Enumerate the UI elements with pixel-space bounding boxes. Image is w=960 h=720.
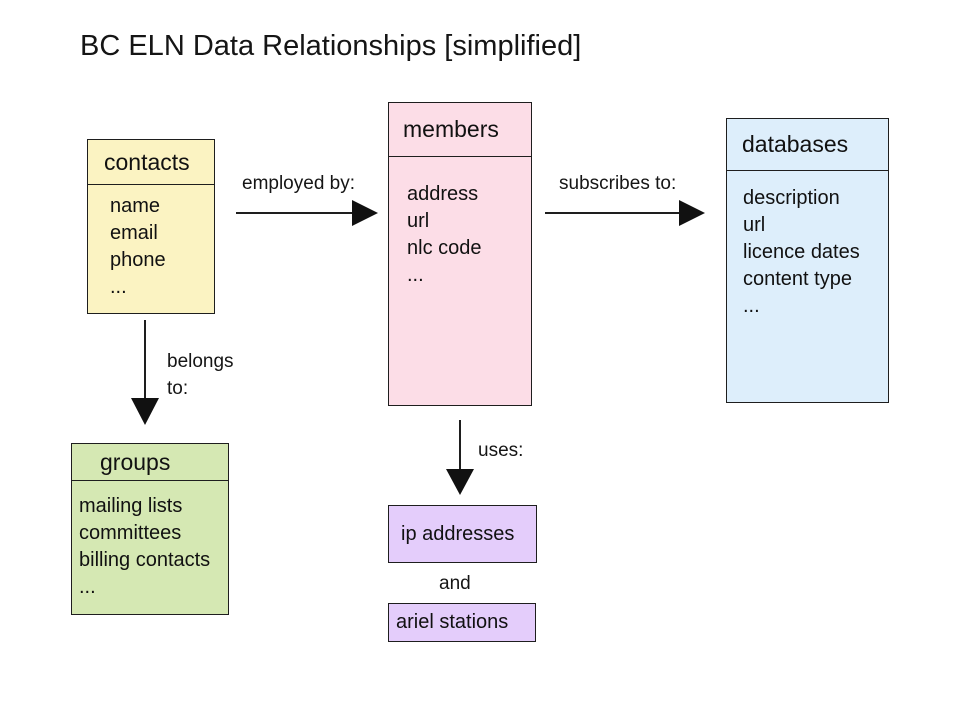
databases-field: description	[743, 187, 840, 209]
belongs-to-label-line1: belongs	[167, 351, 234, 372]
groups-field: mailing lists	[79, 495, 183, 517]
employed-by-arrowhead	[352, 200, 378, 226]
uses-label: uses:	[478, 440, 524, 461]
contacts-name: contacts	[104, 148, 190, 175]
groups-entity: groups mailing lists committees billing …	[71, 443, 229, 615]
members-field: url	[407, 210, 430, 232]
members-header: members	[389, 103, 531, 157]
ip-addresses-label: ip addresses	[401, 522, 515, 545]
databases-fields: description url licence dates content ty…	[727, 171, 888, 320]
members-field: ...	[407, 264, 424, 286]
groups-field: billing contacts	[79, 549, 211, 571]
groups-header: groups	[72, 444, 228, 481]
databases-field: licence dates	[743, 241, 860, 263]
databases-field: url	[743, 214, 766, 236]
groups-fields: mailing lists committees billing contact…	[72, 481, 228, 601]
groups-name: groups	[100, 448, 171, 475]
ariel-stations-label: ariel stations	[396, 611, 509, 633]
databases-entity: databases description url licence dates …	[726, 118, 889, 403]
contacts-field: phone	[110, 249, 166, 271]
uses-arrowhead	[446, 469, 474, 495]
belongs-to-label-line2: to:	[167, 378, 189, 399]
contacts-entity: contacts name email phone ...	[87, 139, 215, 314]
subscribes-to-arrowhead	[679, 200, 705, 226]
contacts-field: ...	[110, 276, 127, 298]
contacts-header: contacts	[88, 140, 214, 185]
databases-header: databases	[727, 119, 888, 171]
members-entity: members address url nlc code ...	[388, 102, 532, 406]
diagram-title: BC ELN Data Relationships [simplified]	[80, 30, 582, 62]
members-field: nlc code	[407, 237, 482, 259]
subscribes-to-label: subscribes to:	[559, 173, 677, 194]
contacts-fields: name email phone ...	[88, 185, 214, 301]
databases-field: ...	[743, 295, 760, 317]
contacts-field: email	[110, 222, 158, 244]
databases-name: databases	[742, 131, 849, 157]
and-label: and	[439, 573, 471, 594]
members-field: address	[407, 183, 479, 205]
members-fields: address url nlc code ...	[389, 157, 531, 289]
ip-addresses-box: ip addresses	[388, 505, 537, 563]
databases-field: content type	[743, 268, 852, 290]
ariel-stations-box: ariel stations	[388, 603, 536, 642]
groups-field: ...	[79, 576, 96, 598]
belongs-to-arrowhead	[131, 398, 159, 425]
groups-field: committees	[79, 522, 182, 544]
members-name: members	[403, 116, 499, 142]
employed-by-label: employed by:	[242, 173, 356, 194]
contacts-field: name	[110, 195, 161, 217]
